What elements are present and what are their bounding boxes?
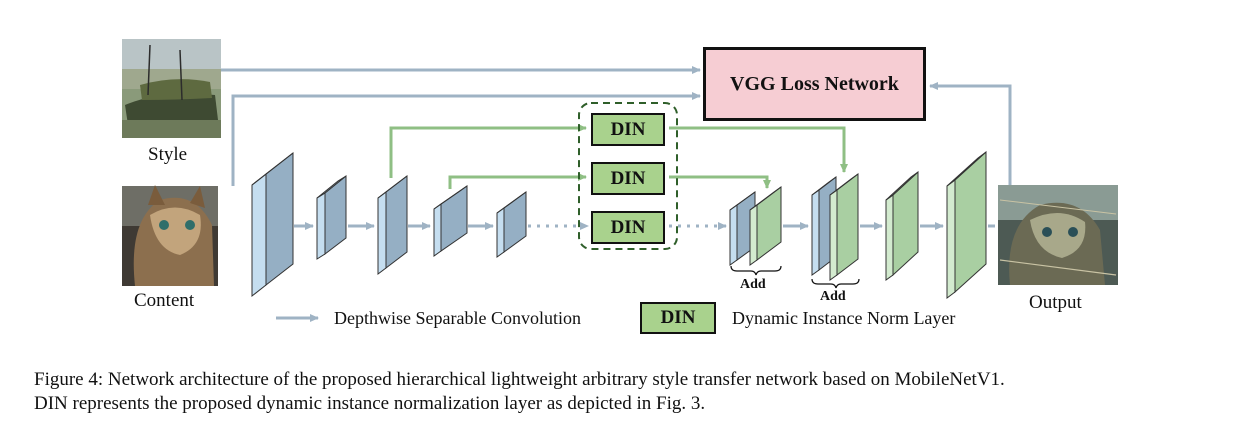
conv-block-5 (496, 191, 527, 258)
style-label: Style (148, 144, 188, 165)
content-to-vgg-arrow (231, 92, 701, 186)
add-label-2: Add (820, 289, 846, 304)
add-label-1: Add (740, 277, 766, 292)
output-image (998, 185, 1118, 285)
legend-din-box: DIN (640, 302, 716, 334)
add-brace-2 (811, 278, 860, 289)
add-block-1 (729, 186, 782, 266)
caption-line-1: Figure 4: Network architecture of the pr… (34, 369, 1005, 390)
style-image (122, 39, 221, 138)
din-block-2: DIN (591, 162, 665, 195)
conv-block-2 (316, 174, 347, 260)
din-group-border (578, 102, 678, 250)
conv-block-4 (433, 185, 468, 257)
legend-din-label: Dynamic Instance Norm Layer (732, 308, 956, 328)
decoder-block-1 (885, 170, 919, 281)
conv-block-3 (377, 174, 408, 275)
output-label: Output (1029, 292, 1082, 313)
din-block-3: DIN (591, 211, 665, 244)
din-block-1: DIN (591, 113, 665, 146)
add-brace-1 (730, 265, 782, 276)
caption-line-2: DIN represents the proposed dynamic inst… (34, 393, 706, 414)
decoder-block-2 (946, 150, 987, 299)
content-image (122, 185, 218, 286)
skip-arrow-mid (448, 173, 771, 189)
skip-arrow-top (389, 124, 848, 178)
conv-block-1 (251, 151, 294, 298)
add-block-2 (811, 172, 859, 281)
content-label: Content (134, 290, 195, 311)
figure-caption: Figure 4: Network architecture of the pr… (34, 368, 1224, 416)
legend-conv-label: Depthwise Separable Convolution (334, 308, 581, 328)
vgg-loss-network: VGG Loss Network (703, 47, 926, 121)
output-to-vgg-arrow (929, 82, 1012, 185)
